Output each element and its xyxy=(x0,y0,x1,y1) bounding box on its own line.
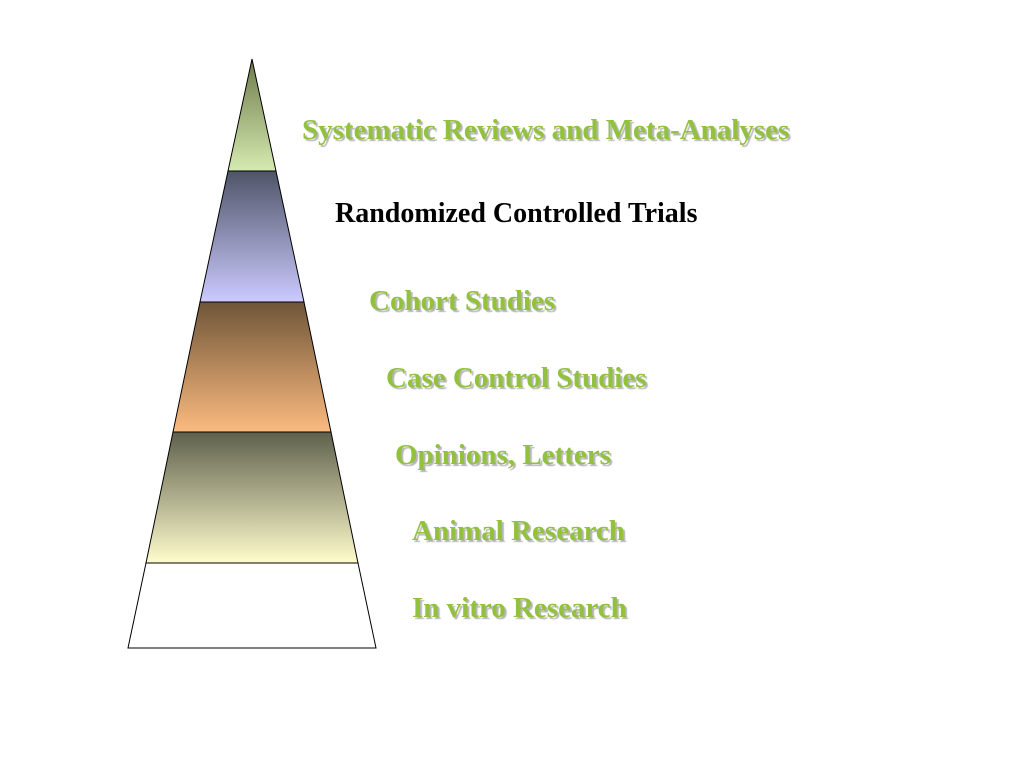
pyramid-tier-2 xyxy=(199,170,305,303)
pyramid-tier-1 xyxy=(227,58,277,172)
label-in-vitro-research: In vitro Research xyxy=(412,592,627,624)
label-case-control-studies: Case Control Studies xyxy=(386,362,647,394)
label-systematic-reviews: Systematic Reviews and Meta-Analyses xyxy=(302,114,790,146)
label-animal-research: Animal Research xyxy=(412,515,625,547)
pyramid-tier-5 xyxy=(127,562,377,649)
pyramid-tier-4 xyxy=(145,431,359,564)
label-cohort-studies: Cohort Studies xyxy=(369,285,556,317)
pyramid-tier-3 xyxy=(172,301,332,433)
label-opinions-letters: Opinions, Letters xyxy=(395,439,611,471)
label-randomized-controlled-trials: Randomized Controlled Trials xyxy=(335,198,698,229)
